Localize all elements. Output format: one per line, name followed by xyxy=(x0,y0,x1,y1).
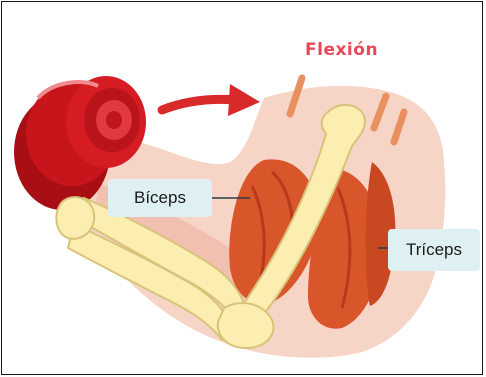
biceps-label: Bíceps xyxy=(108,179,212,217)
diagram-title: Flexión xyxy=(305,40,378,60)
triceps-label: Tríceps xyxy=(388,229,480,271)
arm-illustration xyxy=(2,2,483,375)
flexion-arrow-head-icon xyxy=(228,84,260,116)
flexion-arrow-icon xyxy=(162,99,238,110)
